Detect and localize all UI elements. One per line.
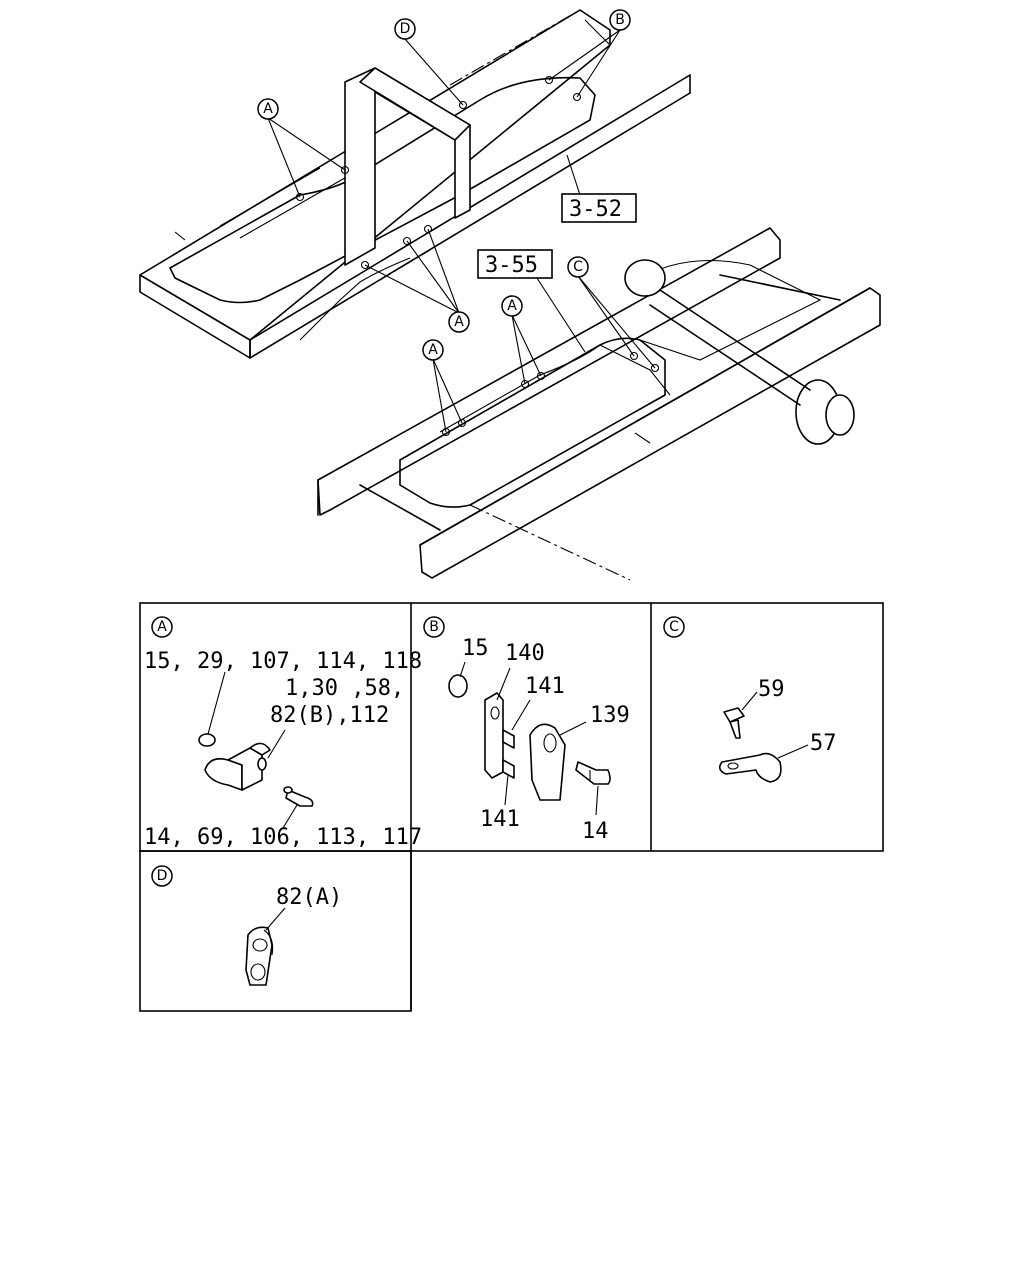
panel-d-letter: D <box>157 868 168 884</box>
label-57: 57 <box>810 731 837 756</box>
callout-a-upper-right: A <box>448 311 470 333</box>
upper-leader-lines <box>267 29 621 314</box>
svg-text:3-55: 3-55 <box>485 253 538 278</box>
clip-d-part <box>245 926 274 986</box>
clamp-c-parts <box>718 707 782 783</box>
bracket-b-parts <box>448 674 611 801</box>
callout-b: B <box>609 9 631 31</box>
clip-a-part <box>198 733 314 807</box>
panel-a-label-top-1: 15, 29, 107, 114, 118 <box>144 649 422 674</box>
svg-text:3-52: 3-52 <box>569 197 622 222</box>
label-15: 15 <box>462 636 489 661</box>
lower-frame-rail <box>317 227 881 581</box>
label-82a: 82(A) <box>276 885 342 910</box>
panel-c-letter: C <box>669 619 679 635</box>
svg-text:A: A <box>507 298 517 314</box>
svg-text:A: A <box>263 101 273 117</box>
label-14: 14 <box>582 819 609 844</box>
callout-d: D <box>394 18 416 40</box>
callout-a-lower-left: A <box>422 339 444 361</box>
label-141-top: 141 <box>525 674 565 699</box>
svg-text:B: B <box>615 12 625 28</box>
label-139: 139 <box>590 703 630 728</box>
lower-leader-lines <box>432 274 656 433</box>
label-59: 59 <box>758 677 785 702</box>
callout-a-lower-mid: A <box>501 295 523 317</box>
detail-panel-a: A 15, 29, 107, 114, 118 1,30 ,58, 82(B),… <box>144 616 422 850</box>
label-141-bottom: 141 <box>480 807 520 832</box>
svg-text:D: D <box>400 21 411 37</box>
detail-panel-d: D 82(A) <box>151 865 342 986</box>
ref-box-3-55: 3-55 <box>477 249 553 279</box>
detail-panel-b: B 15 140 141 139 141 14 <box>423 616 630 844</box>
panel-a-letter: A <box>157 619 167 635</box>
panel-b-letter: B <box>429 619 439 635</box>
callout-c: C <box>567 256 589 278</box>
panel-a-label-top-2: 1,30 ,58, <box>285 676 404 701</box>
panel-a-label-bottom: 14, 69, 106, 113, 117 <box>144 825 422 850</box>
detail-panel-c: C 59 57 <box>663 616 837 783</box>
callout-a-upper-left: A <box>257 98 279 120</box>
panel-a-label-top-3: 82(B),112 <box>270 703 389 728</box>
svg-text:A: A <box>454 314 464 330</box>
svg-text:C: C <box>573 259 583 275</box>
label-140: 140 <box>505 641 545 666</box>
svg-text:A: A <box>428 342 438 358</box>
detail-panels-grid <box>139 602 884 1012</box>
ref-box-3-52: 3-52 <box>561 193 637 223</box>
upper-frame-rail <box>139 9 691 359</box>
